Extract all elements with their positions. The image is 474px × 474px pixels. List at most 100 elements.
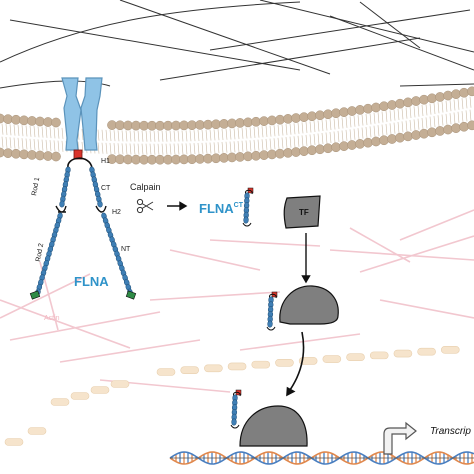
lipid-tail	[117, 130, 120, 142]
lipid-tail	[37, 139, 40, 151]
lipid-tail	[453, 112, 456, 124]
lipid-head	[419, 128, 429, 139]
lipid-tail	[173, 130, 176, 142]
lipid-head	[307, 111, 317, 122]
rod2-label: Rod 2	[35, 243, 45, 263]
lipid-tail	[237, 128, 240, 140]
lipid-tail	[237, 141, 240, 153]
lipid-tail	[165, 143, 168, 155]
lipid-tail	[353, 128, 356, 140]
lipid-tail	[385, 110, 388, 122]
lipid-tail	[357, 115, 360, 127]
lipid-tail	[289, 136, 292, 148]
lipid-head	[283, 148, 293, 158]
lipid-tail	[105, 129, 108, 141]
lipid-head	[331, 108, 341, 119]
lipid-tail	[217, 142, 220, 154]
lipid-head	[331, 142, 341, 153]
lipid-tail	[245, 140, 248, 152]
lipid-tail	[401, 108, 404, 120]
lipid-tail	[261, 139, 264, 151]
lipid-tail	[113, 130, 116, 142]
lipid-tail	[393, 122, 396, 134]
lipid-head	[467, 120, 474, 131]
lipid-head	[315, 144, 325, 155]
lipid-tail	[313, 133, 316, 146]
lipid-head	[427, 127, 437, 138]
lipid-head	[467, 86, 474, 97]
lipid-tail	[1, 136, 4, 148]
lipid-tail	[25, 125, 28, 137]
lipid-head	[451, 123, 461, 133]
lipid-tail	[21, 138, 24, 150]
lipid-tail	[101, 129, 104, 141]
lipid-tail	[421, 104, 424, 117]
lipid-tail	[465, 110, 468, 122]
lipid-head	[427, 93, 437, 104]
lipid-tail	[173, 143, 176, 155]
lipid-head	[387, 100, 397, 110]
lipid-tail	[265, 138, 268, 150]
lipid-tail	[293, 123, 296, 135]
lipid-tail	[437, 102, 440, 114]
lipid-tail	[45, 126, 48, 138]
lipid-tail	[241, 127, 244, 139]
lipid-tail	[209, 142, 212, 154]
lipid-tail	[217, 129, 220, 141]
flna-label: FLNA	[74, 274, 109, 289]
lipid-tail	[225, 141, 228, 153]
lipid-tail	[273, 125, 276, 137]
lipid-tail	[257, 139, 260, 151]
lipid-tail	[281, 124, 284, 136]
lipid-head	[339, 141, 349, 151]
ig-domain	[267, 320, 273, 328]
ig-domain	[59, 200, 65, 208]
lipid-tail	[417, 118, 420, 130]
tf-fragment-complex	[279, 285, 339, 325]
lipid-tail	[405, 107, 408, 119]
lipid-tail	[165, 130, 168, 142]
lipid-tail	[133, 130, 136, 142]
lipid-tail	[325, 119, 328, 131]
lipid-head	[363, 137, 373, 148]
lipid-tail	[193, 130, 196, 142]
lipid-tail	[125, 130, 128, 142]
lipid-head	[323, 143, 333, 154]
lipid-tail	[305, 121, 308, 133]
lipid-tail	[37, 126, 40, 138]
rod1-label: Rod 1	[31, 177, 41, 197]
lipid-tail	[381, 111, 384, 123]
lipid-tail	[209, 129, 212, 141]
lipid-tail	[221, 141, 224, 154]
lipid-tail	[397, 121, 400, 134]
lipid-head	[403, 97, 413, 108]
lipid-tail	[233, 128, 236, 140]
lipid-tail	[249, 127, 252, 139]
lipid-tail	[465, 97, 468, 109]
lipid-tail	[309, 121, 312, 133]
lipid-tail	[45, 139, 48, 151]
lipid-tail	[409, 107, 412, 119]
lipid-head	[283, 114, 293, 124]
lipid-head	[371, 136, 381, 147]
lipid-head	[299, 146, 309, 157]
lipid-tail	[393, 109, 396, 121]
lipid-tail	[361, 114, 364, 126]
nuclear-pore-segment	[393, 349, 413, 358]
lipid-tail	[337, 130, 340, 142]
lipid-tail	[53, 140, 56, 152]
lipid-tail	[29, 125, 32, 137]
hinge-loop	[242, 222, 252, 227]
lipid-tail	[337, 117, 340, 129]
lipid-head	[307, 145, 317, 156]
nuclear-pore-segment	[346, 353, 365, 362]
lipid-tail	[221, 128, 224, 141]
lipid-tail	[401, 121, 404, 133]
lipid-tail	[457, 111, 460, 123]
lipid-tail	[361, 127, 364, 139]
lipid-tail	[301, 135, 304, 147]
arrow-curved-icon	[286, 331, 305, 397]
lipid-tail	[141, 143, 144, 155]
lipid-tail	[97, 129, 100, 141]
lipid-tail	[349, 116, 352, 128]
